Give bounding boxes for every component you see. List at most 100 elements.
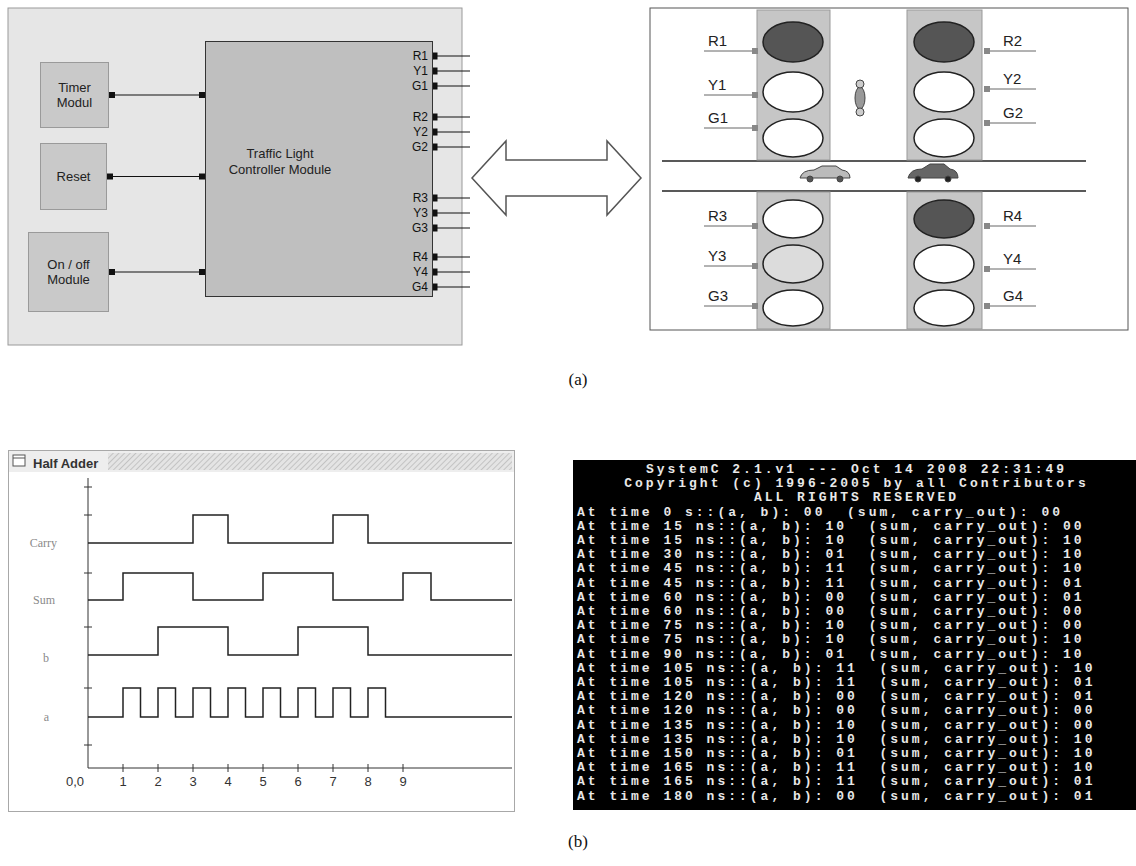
axis-tick-label: 1 [119,774,126,789]
console-line: At time 60 ns::(a, b): 00 (sum, carry_ou… [577,591,1136,605]
signal-label: Y4 [1003,250,1021,267]
signal-lamp [914,200,974,238]
chart-axes [84,515,92,516]
console-line: At time 15 ns::(a, b): 10 (sum, carry_ou… [577,520,1136,534]
signal-wire [114,271,200,272]
signal-label: G1 [708,109,728,126]
leader-line [984,303,990,309]
leader-line [990,306,1036,307]
pin-label: R1 [413,50,428,63]
leader-line [990,226,1036,227]
leader-line [984,120,990,126]
signal-label: R2 [1003,32,1022,49]
left-panel [8,8,462,345]
signal-name: b [43,651,49,665]
traffic-light-housing [907,192,982,329]
module-name: On / off Module [32,257,105,287]
chart-axes [368,764,369,772]
signal-lamp [914,22,974,62]
chart-window [13,455,25,466]
leader-line [984,48,990,54]
output-pin-stubs [437,132,470,133]
window-title: Half Adder [33,456,98,471]
signal-label: R1 [708,32,727,49]
output-pin-stubs [437,228,470,229]
traffic-light-housing [907,10,982,160]
chart-axes [84,745,92,746]
leader-line [704,266,752,267]
console-line: Copyright (c) 1996-2005 by all Contribut… [577,477,1136,491]
signal-label: Y3 [708,247,726,264]
road-lines [662,190,1086,192]
signal-name: a [44,710,49,724]
chart-window [8,450,515,812]
signal-lamp [763,290,823,326]
console-line: At time 120 ns::(a, b): 00 (sum, carry_o… [577,704,1136,718]
signal-lamp [763,72,823,112]
chart-axes [228,764,229,772]
car-sketch [800,166,850,178]
pin-label: Y3 [413,207,428,220]
chart-axes [84,573,92,574]
controller-name: Traffic Light Controller Module [224,146,336,178]
pin-label: Y1 [413,65,428,78]
chart-axes [123,764,124,772]
signal-label: R4 [1003,207,1022,224]
console-line: At time 150 ns::(a, b): 01 (sum, carry_o… [577,747,1136,761]
signal-label: G2 [1003,104,1023,121]
road-lines [662,161,1086,191]
console-line: SystemC 2.1.v1 --- Oct 14 2008 22:31:49 [577,463,1136,477]
chart-axes [84,487,92,488]
chart-axes [298,764,299,772]
output-pin-stubs [437,56,470,57]
chart-axes [84,688,92,689]
car-sketch [908,164,958,178]
leader-line [984,86,990,92]
leader-line [752,223,758,229]
leader-line [752,263,758,269]
axis-tick-label: 7 [329,774,336,789]
module-box: Timer Modul [40,62,109,128]
road-lines [662,160,1086,162]
chart-window: Half Adder [8,450,515,812]
waveform [88,573,512,600]
leader-line [990,89,1036,90]
leader-line [984,223,990,229]
chart-axes [263,764,264,772]
signal-name: Sum [33,593,55,607]
output-pin-stubs [437,272,470,273]
signal-lamp [763,119,823,157]
console-line: At time 45 ns::(a, b): 11 (sum, carry_ou… [577,577,1136,591]
output-pin-stubs [437,287,470,288]
chart-axes [193,764,194,772]
console-line: At time 165 ns::(a, b): 11 (sum, carry_o… [577,775,1136,789]
pin-label: R2 [413,111,428,124]
leader-line [752,48,758,54]
module-box: On / off Module [28,232,109,312]
axis-tick-label: 8 [364,774,371,789]
leader-line [704,306,752,307]
signal-lamp [763,22,974,326]
output-pin-stubs [437,117,470,118]
double-arrow [472,141,641,215]
chart-window [8,450,515,812]
console-line: At time 105 ns::(a, b): 11 (sum, carry_o… [577,662,1136,676]
signal-lamp [914,119,974,157]
console-line: At time 30 ns::(a, b): 01 (sum, carry_ou… [577,548,1136,562]
pin-label: Y2 [413,126,428,139]
pin-square [109,269,115,275]
leader-line [704,226,752,227]
leader-line [704,51,752,52]
chart-axes [333,764,334,772]
console-line: At time 120 ns::(a, b): 00 (sum, carry_o… [577,690,1136,704]
chart-window [9,451,514,472]
signal-label: Y2 [1003,70,1021,87]
signal-wire [107,174,205,180]
panel-caption: (b) [568,832,588,852]
axis-tick-label: 6 [294,774,301,789]
waveform [88,627,512,655]
output-pin-stubs [437,257,470,258]
signal-wire [109,92,205,98]
leader-line [704,95,752,96]
